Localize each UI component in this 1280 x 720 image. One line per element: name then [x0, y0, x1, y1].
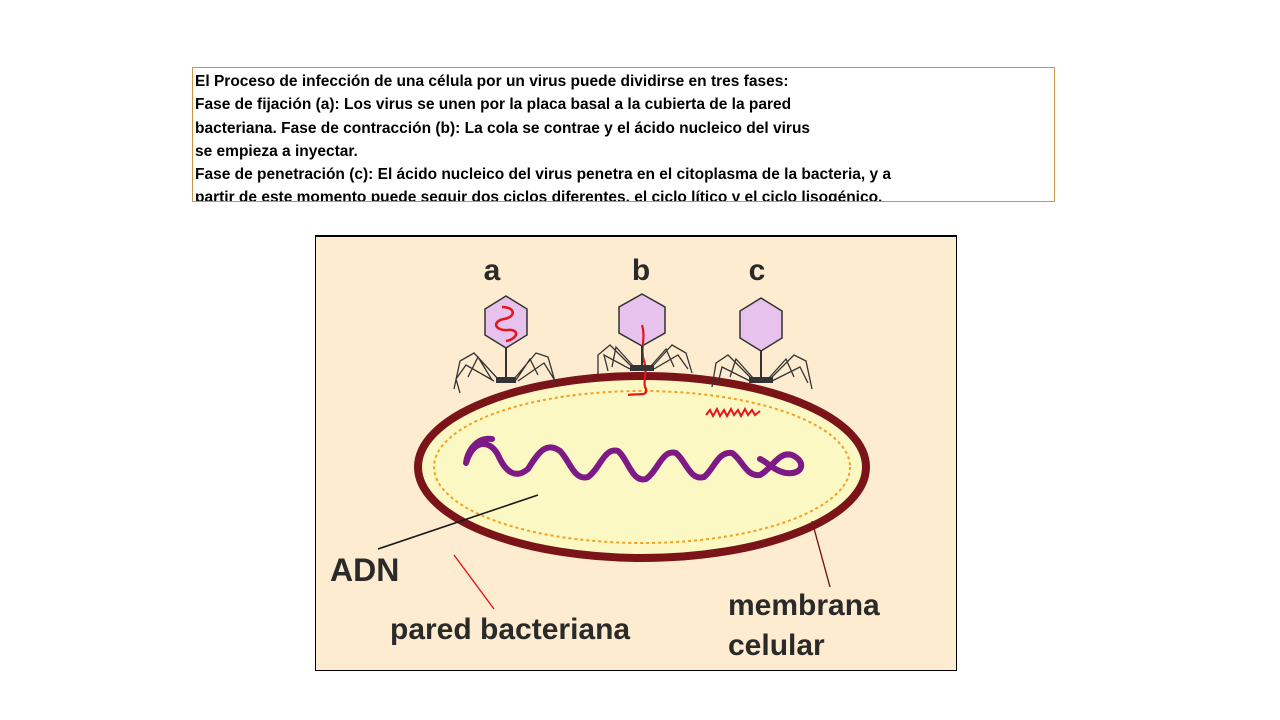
phase-label-c: c: [749, 254, 766, 287]
cell-membrane: [433, 390, 851, 544]
virus-b-nucleic-acid: [627, 324, 648, 397]
intro-text-box: El Proceso de infección de una célula po…: [192, 67, 1055, 202]
intro-line-1: El Proceso de infección de una célula po…: [195, 73, 789, 90]
phase-label-a: a: [484, 254, 501, 287]
virus-b-tail-fibers: [597, 344, 693, 375]
wall-leader-line: [453, 554, 495, 610]
viral-nucleic-acid-inside-cell: [705, 406, 761, 419]
virus-b-basal-plate: [630, 365, 654, 371]
intro-line-4: se empieza a inyectar.: [195, 142, 358, 160]
label-celular: celular: [728, 629, 825, 662]
label-adn: ADN: [330, 552, 399, 588]
virus-c-basal-plate: [749, 377, 773, 383]
bacteriophage-c: [711, 297, 813, 390]
dna-leader-line: [377, 494, 539, 550]
phase-label-b: b: [632, 254, 650, 287]
bacteriophage-infection-diagram: a b c: [315, 235, 957, 671]
intro-line-5: Fase de penetración (c): El ácido nuclei…: [195, 166, 892, 184]
virus-c-tail-fibers: [711, 354, 813, 390]
intro-line-2: Fase de fijación (a): Los virus se unen …: [195, 96, 792, 114]
membrane-leader-line: [811, 520, 831, 588]
bacterial-dna-strand: [463, 435, 804, 483]
virus-a-nucleic-acid: [495, 305, 518, 343]
label-membrana: membrana: [728, 589, 880, 622]
label-pared-bacteriana: pared bacteriana: [390, 613, 630, 646]
cell-wall: [414, 372, 870, 562]
intro-line-3: bacteriana. Fase de contracción (b): La …: [195, 119, 811, 137]
bacteriophage-a: [453, 295, 557, 394]
bacteriophage-b: [597, 293, 693, 397]
virus-a-tail-fibers: [453, 352, 557, 394]
virus-a-basal-plate: [496, 377, 516, 383]
diagram-canvas: a b c: [316, 237, 956, 670]
intro-line-6: partir de este momento puede seguir dos …: [195, 189, 883, 202]
